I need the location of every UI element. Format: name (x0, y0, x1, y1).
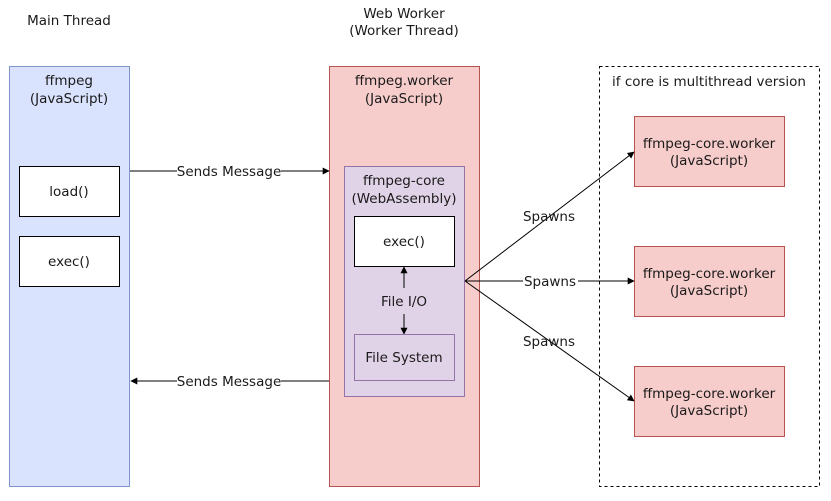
ffmpeg-core-title: ffmpeg-core (363, 173, 445, 189)
multithread-title: if core is multithread version (612, 74, 806, 90)
multithread-box (599, 66, 820, 487)
core-worker-subtitle: (JavaScript) (670, 283, 748, 299)
spawn-edge: Spawns (464, 280, 635, 402)
core-worker-box: ffmpeg-core.worker (JavaScript) (634, 246, 785, 317)
main-thread-header: Main Thread (27, 13, 111, 29)
load-method-label: load() (49, 184, 88, 200)
exec-method-box: exec() (19, 236, 120, 287)
worker-thread-subheader: (Worker Thread) (349, 23, 459, 39)
ffmpeg-worker-container: ffmpeg.worker (JavaScript) ffmpeg-core (… (329, 66, 480, 487)
spawn-edge: Spawns (465, 272, 635, 290)
send-message-to-worker-label: Sends Message (177, 164, 282, 180)
exec-method-label: exec() (48, 254, 90, 270)
core-exec-box: exec() (354, 216, 455, 267)
ffmpeg-worker-title: ffmpeg.worker (355, 73, 454, 89)
file-system-box: File System (354, 334, 455, 381)
send-message-to-main-label: Sends Message (177, 374, 282, 390)
spawn-label: Spawns (523, 209, 575, 225)
spawn-edge: Spawns (464, 151, 635, 282)
core-worker-title: ffmpeg-core.worker (643, 266, 776, 282)
core-worker-box: ffmpeg-core.worker (JavaScript) (634, 366, 785, 437)
spawn-label: Spawns (523, 334, 575, 350)
multithread-container: if core is multithread version ffmpeg-co… (599, 66, 820, 487)
core-worker-title: ffmpeg-core.worker (643, 136, 776, 152)
spawn-label: Spawns (524, 274, 576, 290)
core-worker-subtitle: (JavaScript) (670, 153, 748, 169)
ffmpeg-main-title: ffmpeg (45, 73, 93, 89)
ffmpeg-core-subtitle: (WebAssembly) (351, 191, 456, 207)
ffmpeg-main-subtitle: (JavaScript) (30, 91, 108, 107)
send-message-to-worker-edge: Sends Message (130, 162, 330, 180)
ffmpeg-worker-subtitle: (JavaScript) (365, 91, 443, 107)
core-worker-box: ffmpeg-core.worker (JavaScript) (634, 116, 785, 187)
ffmpeg-core-container: ffmpeg-core (WebAssembly) exec() File I/… (344, 166, 465, 397)
file-io-label: File I/O (381, 294, 427, 310)
web-worker-header: Web Worker (363, 6, 445, 22)
load-method-box: load() (19, 166, 120, 217)
send-message-to-main-edge: Sends Message (130, 372, 329, 390)
core-worker-subtitle: (JavaScript) (670, 403, 748, 419)
core-worker-title: ffmpeg-core.worker (643, 386, 776, 402)
ffmpeg-main-container: ffmpeg (JavaScript) load() exec() (9, 66, 130, 487)
file-system-label: File System (365, 350, 442, 366)
core-exec-label: exec() (383, 234, 425, 250)
